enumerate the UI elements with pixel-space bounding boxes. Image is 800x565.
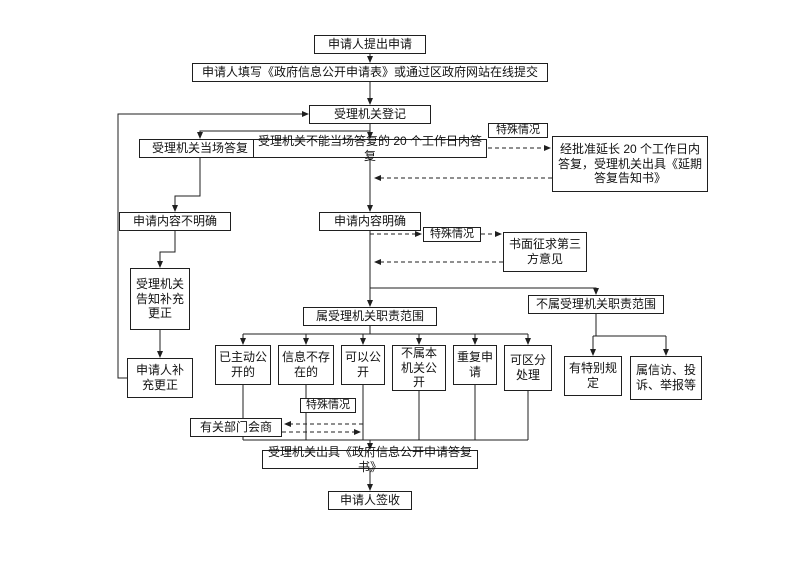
solid-connectors: [117, 54, 669, 491]
node-authority-register: 受理机关登记: [309, 105, 431, 124]
dashed-connectors: [282, 145, 552, 435]
node-onspot-reply: 受理机关当场答复: [139, 139, 261, 158]
node-reply-document: 受理机关出具《政府信息公开申请答复书》: [262, 445, 478, 474]
node-separable-handling: 可区分处理: [504, 345, 552, 391]
node-content-unclear: 申请内容不明确: [119, 212, 231, 231]
node-applicant-sign: 申请人签收: [328, 491, 412, 510]
node-fill-application-form: 申请人填写《政府信息公开申请表》或通过区政府网站在线提交: [192, 63, 548, 82]
node-can-disclose: 可以公开: [341, 345, 385, 385]
node-content-clear: 申请内容明确: [319, 212, 421, 231]
node-info-not-exist: 信息不存在的: [278, 345, 334, 385]
node-in-scope: 属受理机关职责范围: [303, 307, 437, 326]
special-case-label-2: 特殊情况: [423, 227, 481, 242]
node-repeat-application: 重复申请: [453, 345, 497, 385]
node-petition-complaint: 属信访、投诉、举报等: [630, 356, 702, 400]
node-third-party-opinion: 书面征求第三方意见: [503, 232, 587, 272]
node-delayed-reply: 受理机关不能当场答复的 20 个工作日内答复: [253, 134, 487, 163]
node-notify-supplement: 受理机关告知补充更正: [130, 268, 190, 330]
special-case-label-1: 特殊情况: [488, 123, 548, 138]
node-extension-notice: 经批准延长 20 个工作日内答复，受理机关出具《延期答复告知书》: [552, 136, 708, 192]
node-out-of-scope: 不属受理机关职责范围: [528, 295, 664, 314]
node-special-rules: 有特别规定: [564, 356, 622, 396]
node-already-public: 已主动公开的: [215, 345, 271, 385]
node-not-this-authority: 不属本机关公开: [392, 345, 446, 391]
node-applicant-submit: 申请人提出申请: [314, 35, 426, 54]
special-case-label-3: 特殊情况: [300, 398, 356, 413]
node-dept-consultation: 有关部门会商: [190, 418, 282, 437]
node-applicant-supplement: 申请人补充更正: [127, 358, 193, 398]
